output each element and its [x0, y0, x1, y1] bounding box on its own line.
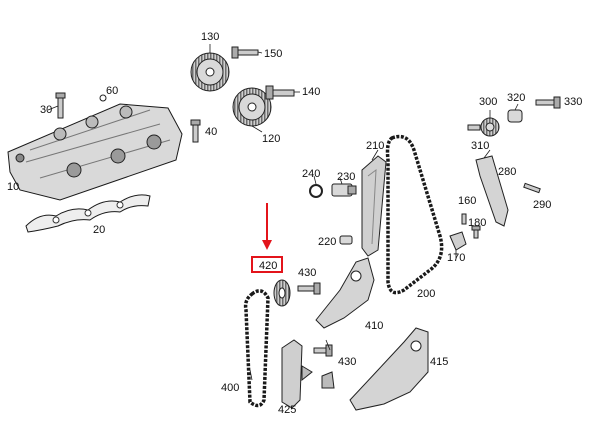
part-label: 400	[221, 382, 240, 394]
highlight-box	[251, 256, 283, 273]
chain-guide-part-415	[349, 327, 429, 411]
part-label: 310	[471, 140, 490, 152]
part-label: 300	[479, 96, 498, 108]
part-label: 60	[106, 85, 119, 97]
sprocket-part-300	[467, 117, 500, 137]
seal-ring-part-240	[309, 184, 323, 198]
part-label: 430	[338, 356, 357, 368]
part-label: 210	[366, 140, 385, 152]
bolt-part-180	[471, 225, 481, 239]
bushing-part-320	[507, 109, 523, 123]
part-label: 410	[365, 320, 384, 332]
tensioner-part-425	[281, 339, 313, 409]
leader-lines	[47, 44, 519, 381]
part-label: 120	[262, 133, 281, 145]
part-label: 30	[40, 104, 53, 116]
plug-part-220	[339, 235, 353, 245]
part-label: 20	[93, 224, 106, 236]
highlight-arrow	[262, 203, 272, 250]
part-label: 180	[468, 217, 487, 229]
pin-part-160	[461, 213, 467, 225]
camshaft-sprocket-part-130	[190, 52, 230, 92]
part-label: 140	[302, 86, 321, 98]
cylinder-head-part-10	[7, 103, 183, 201]
guide-rail-part-210	[361, 155, 387, 257]
part-label: 320	[507, 92, 526, 104]
part-label: 425	[278, 404, 297, 416]
guide-rail-part-280	[475, 155, 509, 227]
part-label: 290	[533, 199, 552, 211]
bolt-part-30	[55, 92, 66, 119]
bolt-part-430-upper	[297, 282, 321, 295]
bolt-part-330	[535, 96, 561, 109]
part-label: 150	[264, 48, 283, 60]
chain-tensioner-part-230	[331, 183, 357, 197]
bolt-part-430-lower	[313, 344, 335, 389]
bolt-part-40	[190, 119, 201, 143]
part-label: 330	[564, 96, 583, 108]
part-label: 160	[458, 195, 477, 207]
timing-chain-part-200	[385, 134, 444, 295]
bolt-part-150	[231, 46, 259, 59]
part-label: 430	[298, 267, 317, 279]
part-label: 40	[205, 126, 218, 138]
part-label: 10	[7, 181, 20, 193]
part-label-highlighted: 420	[259, 260, 278, 272]
gasket-part-20	[25, 194, 151, 233]
pin-part-60	[99, 94, 107, 102]
part-label: 240	[302, 168, 321, 180]
camshaft-sprocket-part-120	[232, 87, 272, 127]
part-label: 130	[201, 31, 220, 43]
part-label: 170	[447, 252, 466, 264]
timing-chain-part-400	[243, 289, 270, 408]
part-label: 415	[430, 356, 449, 368]
part-label: 200	[417, 288, 436, 300]
part-label: 220	[318, 236, 337, 248]
part-label: 280	[498, 166, 517, 178]
chain-guide-part-410	[315, 257, 375, 329]
part-label: 230	[337, 171, 356, 183]
pin-part-290	[523, 182, 541, 194]
bracket-part-170	[449, 231, 467, 251]
crank-sprocket-part-420	[273, 279, 291, 307]
bolt-part-140	[265, 85, 295, 100]
